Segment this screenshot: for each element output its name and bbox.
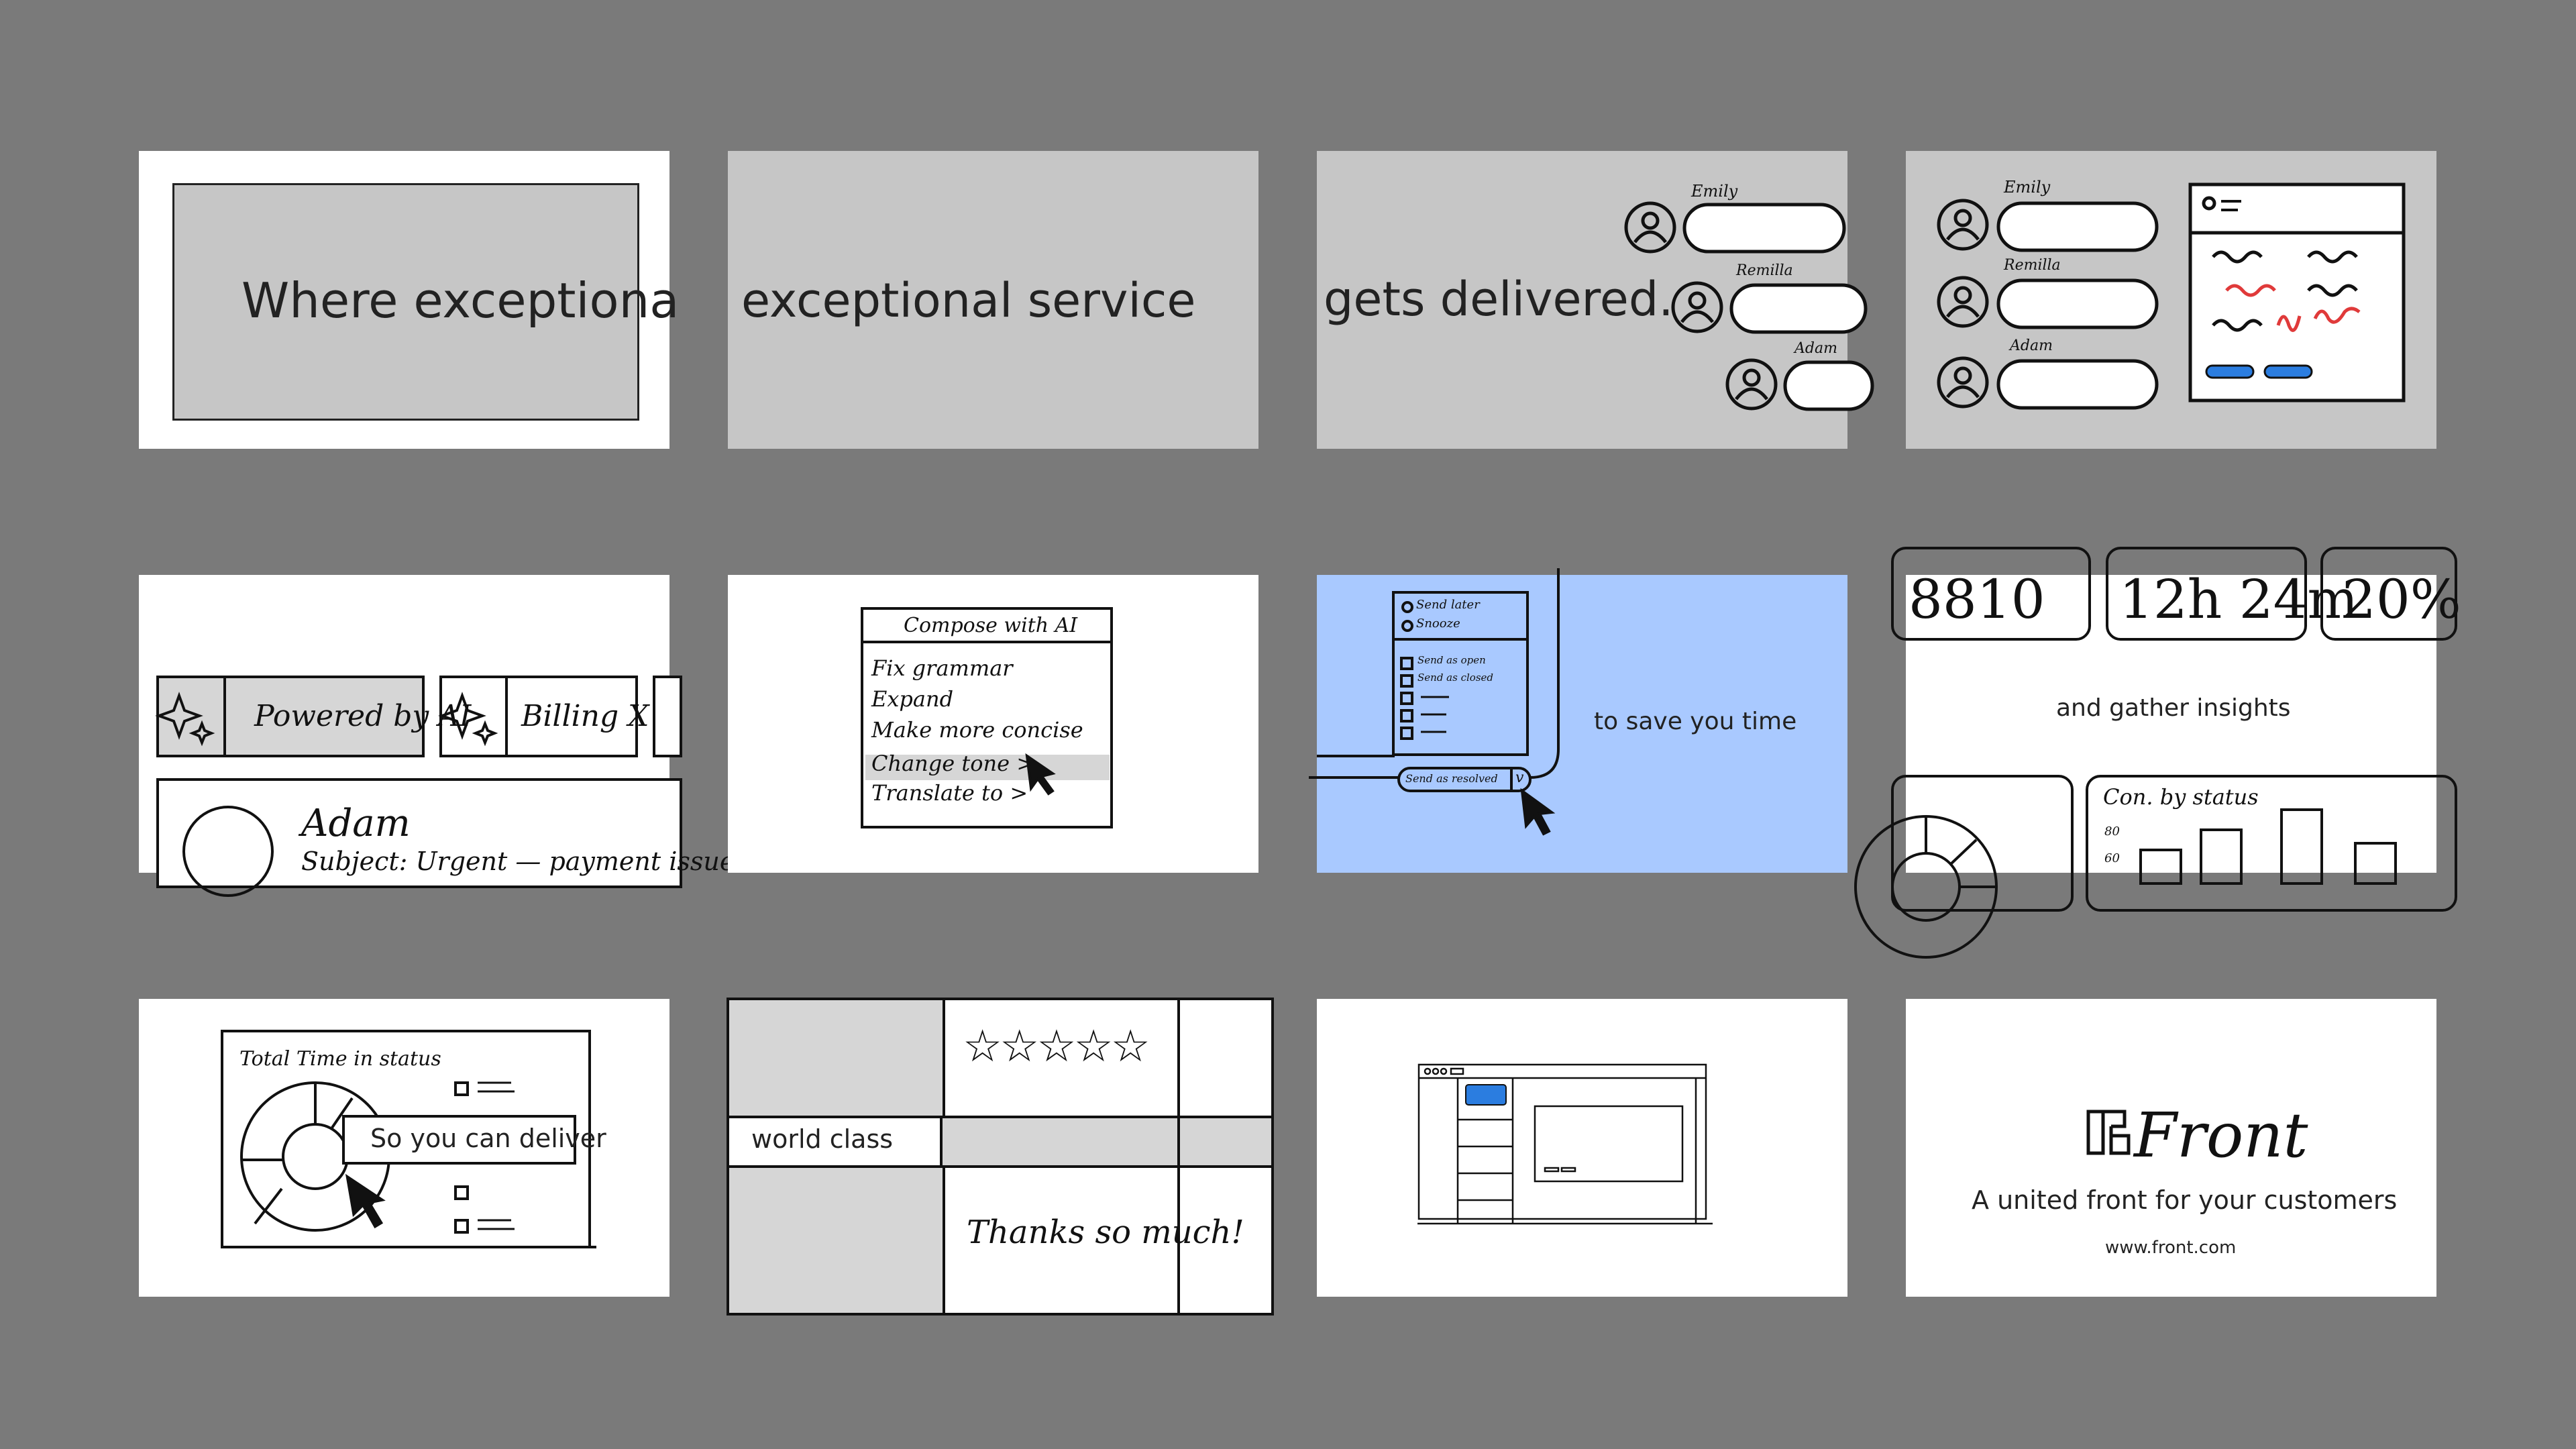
frame-7-save-you-time: Send later Snooze Send as open Send as c…	[1309, 568, 1847, 873]
chart-title: Con. by status	[2103, 784, 2259, 810]
name-adam: Adam	[2010, 337, 2053, 354]
caption: So you can deliver	[370, 1124, 606, 1153]
menu-item-snooze[interactable]: Snooze	[1416, 616, 1460, 631]
menu-item-send-later[interactable]: Send later	[1416, 598, 1480, 612]
frame-3-gets-delivered: gets delivered. Emily Remilla Adam	[1317, 151, 1874, 449]
menu-item-expand[interactable]: Expand	[871, 686, 954, 712]
compose-menu-sketch	[861, 607, 1113, 828]
headline: gets delivered.	[1324, 272, 1674, 327]
send-as-resolved-button[interactable]: Send as resolved	[1405, 772, 1498, 785]
menu-item-send-open[interactable]: Send as open	[1417, 654, 1486, 666]
send-options-sketch	[1309, 568, 1560, 836]
stat-percentage: 20%	[2342, 568, 2461, 631]
subject-line: Subject: Urgent — payment issue	[301, 847, 735, 876]
send-chevron[interactable]: v	[1515, 769, 1524, 786]
front-logo-mark	[2086, 1110, 2131, 1155]
frame-12-front-logo: Front A united front for your customers …	[1906, 999, 2436, 1297]
caption: world class	[751, 1124, 894, 1154]
axis-label-80: 80	[2104, 824, 2120, 839]
inbox-detail-sketch	[1937, 182, 2406, 410]
headline: exceptional service	[741, 273, 1196, 328]
powered-by-ai-tag[interactable]: Powered by AI	[254, 699, 472, 733]
menu-title: Compose with AI	[904, 614, 1078, 637]
menu-item-fix-grammar[interactable]: Fix grammar	[871, 655, 1013, 681]
grid-collage-sketch	[727, 998, 1274, 1316]
stat-conversations: 8810	[1909, 568, 2045, 631]
name-emily: Emily	[2004, 178, 2051, 197]
headline: Where exceptiona	[241, 272, 680, 329]
frame-11-app-window	[1317, 999, 1847, 1297]
star-rating: ☆☆☆☆☆	[963, 1020, 1150, 1072]
logo-wordmark: Front	[2134, 1099, 2308, 1171]
frame-2-exceptional-service: exceptional service	[728, 151, 1258, 449]
menu-item-change-tone[interactable]: Change tone >	[871, 751, 1035, 776]
caption: to save you time	[1594, 708, 1797, 735]
stat-reply-time: 12h 24m	[2119, 568, 2359, 631]
menu-item-make-concise[interactable]: Make more concise	[871, 717, 1083, 743]
axis-label-60: 60	[2104, 851, 2120, 865]
conversation-bubbles-sketch	[1624, 201, 1874, 411]
tagline: A united front for your customers	[1972, 1185, 2398, 1215]
name-adam: Adam	[1794, 340, 1837, 357]
thanks-note: Thanks so much!	[967, 1214, 1244, 1251]
name-remilla: Remilla	[2004, 257, 2061, 274]
frame-1-intro: Where exceptiona	[139, 151, 679, 449]
menu-item-translate[interactable]: Translate to >	[871, 780, 1028, 806]
chart-title: Total Time in status	[239, 1047, 441, 1071]
menu-item-send-closed[interactable]: Send as closed	[1417, 672, 1493, 684]
name-emily: Emily	[1691, 182, 1738, 201]
frame-4-conversation-detail: Emily Remilla Adam	[1906, 151, 2436, 449]
frame-8-gather-insights: 8810 12h 24m 20% and gather insights Con…	[1854, 547, 2461, 959]
frame-6-compose-with-ai: Compose with AI Fix grammar Expand Make …	[728, 575, 1258, 873]
app-window-sketch	[1417, 1063, 1713, 1225]
tags-sketch	[155, 676, 682, 897]
time-in-status-sketch	[221, 1030, 596, 1248]
analytics-sketch	[1854, 547, 2457, 959]
contact-name: Adam	[301, 802, 411, 845]
frame-10-world-class: world class ☆☆☆☆☆ Thanks so much!	[727, 998, 1274, 1316]
caption: and gather insights	[2056, 694, 2291, 722]
frame-9-so-you-can-deliver: Total Time in status So you can deliver	[139, 999, 669, 1297]
website-link[interactable]: www.front.com	[2105, 1238, 2237, 1258]
gray-card: Where exceptiona	[172, 183, 679, 421]
frame-5-powered-by-ai: Powered by AI Billing X Adam Subject: Ur…	[139, 575, 735, 897]
billing-tag[interactable]: Billing X	[521, 699, 649, 733]
name-remilla: Remilla	[1736, 262, 1793, 279]
